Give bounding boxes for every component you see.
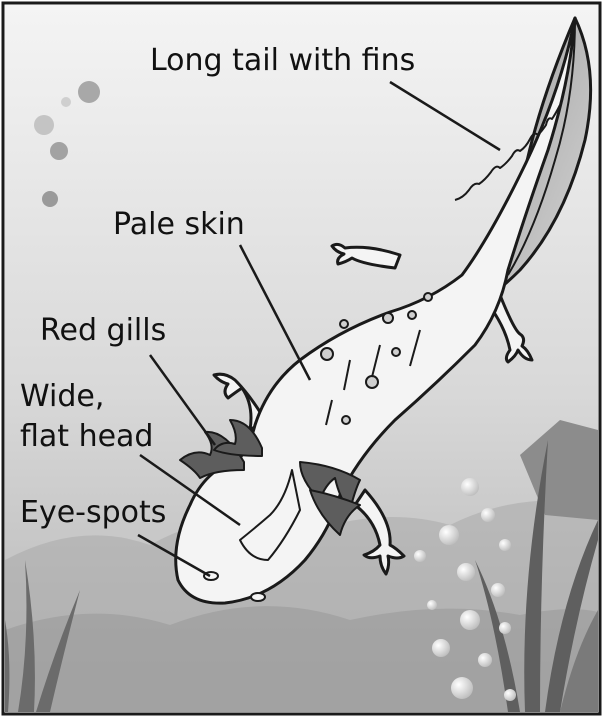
label-wide-head-line1: Wide, — [20, 379, 104, 414]
label-eye-spots: Eye-spots — [20, 495, 166, 530]
label-wide-head-line2: flat head — [20, 419, 153, 454]
eye-spot-right — [251, 593, 265, 601]
label-pale-skin: Pale skin — [113, 207, 245, 242]
label-long-tail: Long tail with fins — [150, 43, 415, 78]
label-red-gills: Red gills — [40, 313, 166, 348]
